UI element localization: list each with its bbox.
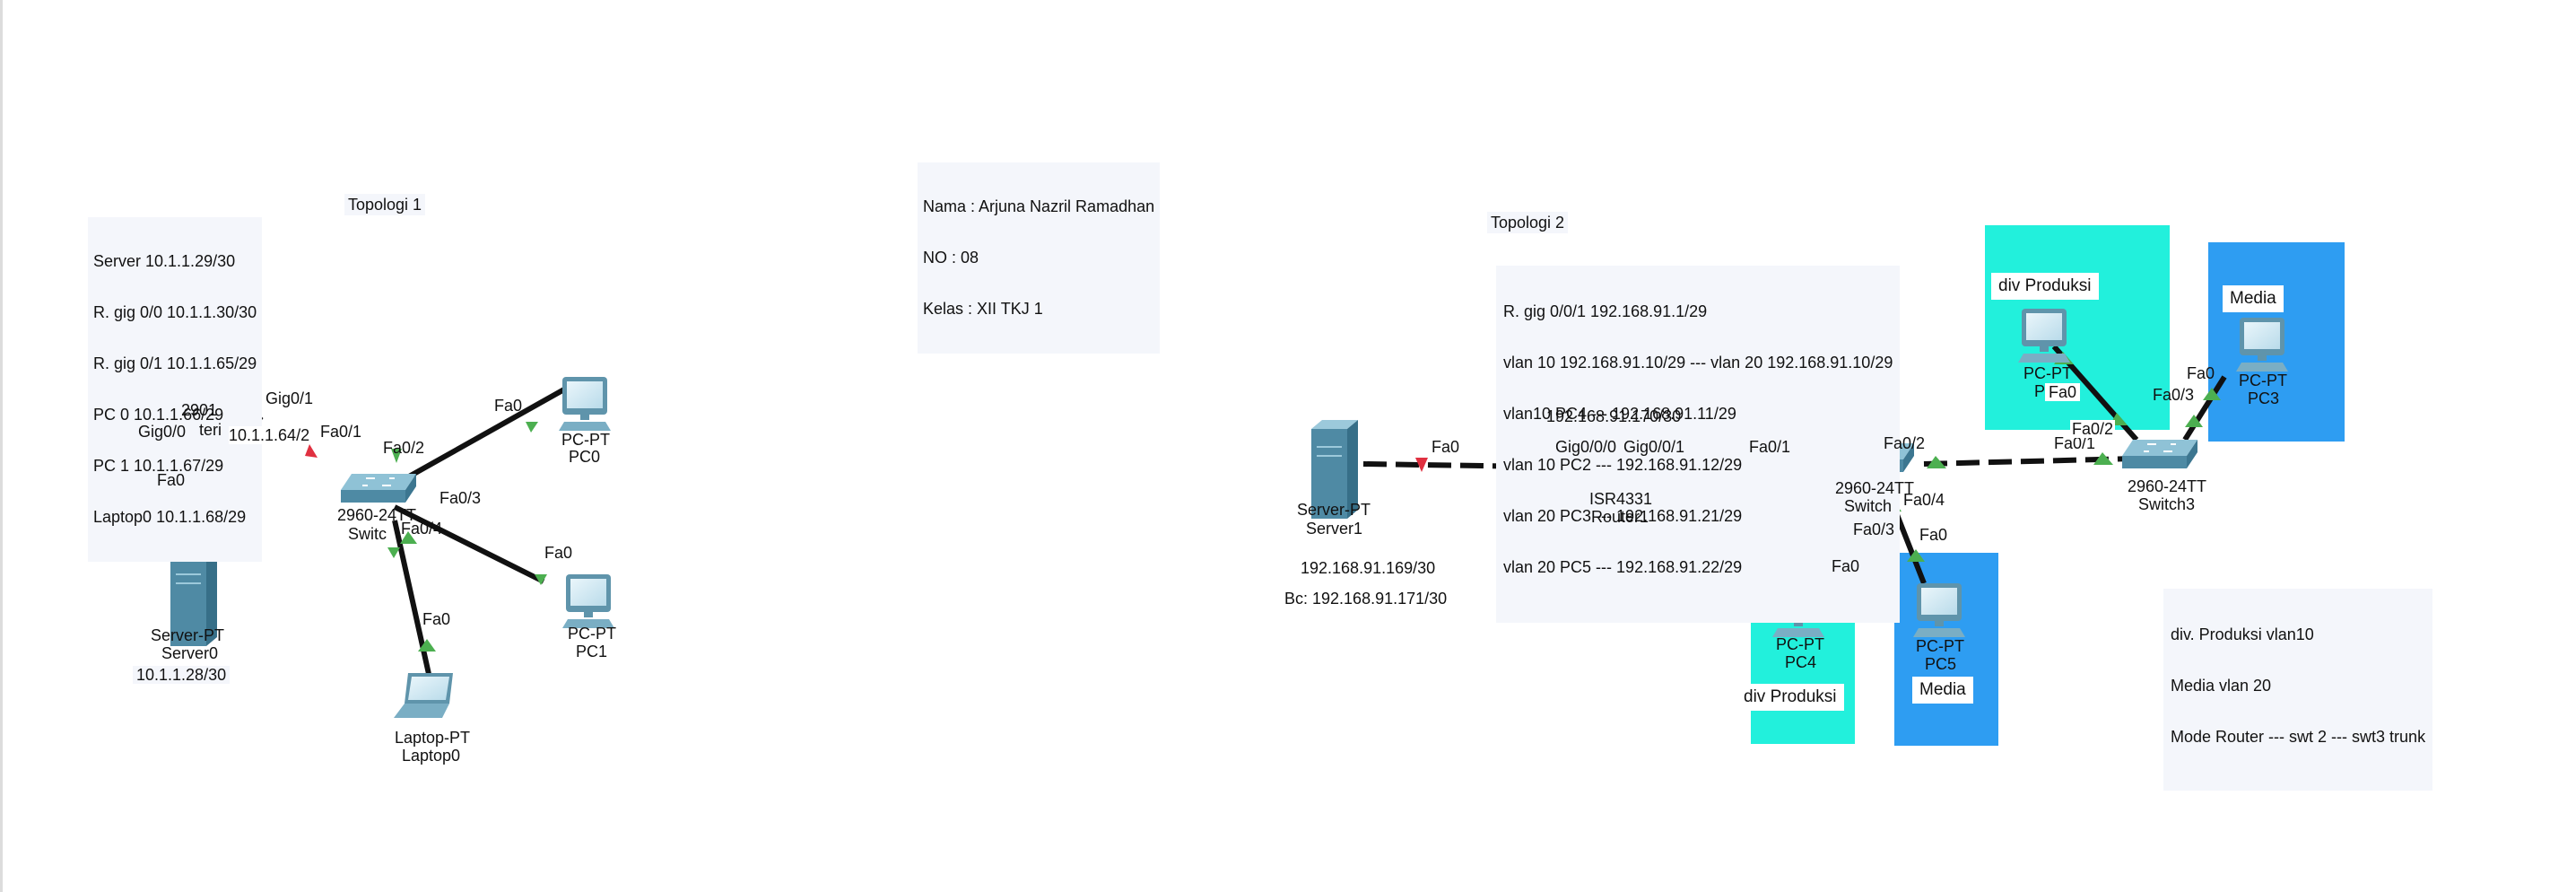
topo2-note-line: vlan 10 PC2 --- 192.168.91.12/29: [1503, 456, 1743, 474]
server1-ip-label: 192.168.91.169/30: [1301, 559, 1436, 577]
server1-name-label: Server1: [1306, 520, 1363, 538]
canvas-border: [0, 0, 3, 892]
switch3-icon[interactable]: [2121, 439, 2198, 469]
switch0-name-label: Switc: [348, 525, 387, 543]
router1-ip-label: 192.168.91.170/30: [1546, 407, 1682, 425]
pc3-model-label: PC-PT: [2239, 372, 2287, 389]
port-fa01-sw3: Fa0/1: [2054, 434, 2096, 452]
server1-bc-label: Bc: 192.168.91.171/30: [1284, 590, 1448, 608]
port-fa03-sw2: Fa0/3: [1853, 520, 1895, 538]
topologi2-note: R. gig 0/0/1 192.168.91.1/29 vlan 10 192…: [1496, 266, 1901, 623]
router-name-label: teri: [199, 421, 222, 439]
port-fa03: Fa0/3: [439, 489, 482, 507]
topo1-note-line: R. gig 0/1 10.1.1.65/29: [93, 354, 257, 372]
port-fa04-sw2: Fa0/4: [1903, 491, 1945, 509]
server0-model-label: Server-PT: [151, 626, 225, 644]
pc4-name-label: PC4: [1785, 653, 1817, 671]
switch0-icon[interactable]: [340, 473, 417, 503]
topo2-note-line: vlan 20 PC5 --- 192.168.91.22/29: [1503, 558, 1743, 576]
port-fa0-pc1: Fa0: [544, 544, 573, 562]
topo2-note-line: R. gig 0/0/1 192.168.91.1/29: [1503, 302, 1708, 320]
port-g000: Gig0/0/0: [1555, 438, 1617, 456]
topo1-note-line: R. gig 0/0 10.1.1.30/30: [93, 303, 257, 321]
note2-line: Mode Router --- swt 2 --- swt3 trunk: [2171, 728, 2426, 746]
port-fa0-laptop0: Fa0: [422, 610, 451, 628]
pc4-model-label: PC-PT: [1776, 635, 1824, 653]
router1-name-label: Router1: [1591, 508, 1649, 526]
router-model-label: 2901: [181, 401, 218, 419]
area-tag-media-bottom: Media: [1912, 677, 1973, 704]
port-fa03-sw3: Fa0/3: [2153, 386, 2195, 404]
area-tag-div-produksi-bottom: div Produksi: [1736, 684, 1844, 711]
server1-model-label: Server-PT: [1297, 501, 1371, 519]
laptop0-icon[interactable]: [394, 673, 453, 718]
port-fa02: Fa0/2: [383, 439, 425, 457]
port-fa0-pc0: Fa0: [494, 397, 523, 415]
topo1-note-line: PC 1 10.1.1.67/29: [93, 457, 224, 475]
note2-line: Media vlan 20: [2171, 677, 2272, 695]
port-fa0-pc4: Fa0: [1832, 557, 1860, 575]
topo2-note-line: vlan 10 192.168.91.10/29 --- vlan 20 192…: [1503, 354, 1893, 372]
port-g001: Gig0/0/1: [1623, 438, 1685, 456]
topo2-note-line: vlan 20 PC3 --- 192.168.91.21/29: [1503, 507, 1743, 525]
port-fa0-pc2: Fa0: [2045, 383, 2081, 401]
pc1-model-label: PC-PT: [568, 625, 616, 643]
topologi1-note: Server 10.1.1.29/30 R. gig 0/0 10.1.1.30…: [88, 217, 263, 562]
switch3-name-label: Switch3: [2138, 495, 2196, 513]
note2-line: div. Produksi vlan10: [2171, 625, 2314, 643]
port-fa01-sw2: Fa0/1: [1749, 438, 1791, 456]
topo1-note-line: Server 10.1.1.29/30: [93, 252, 236, 270]
topo1-note-line: PC 0 10.1.1.66/29: [93, 406, 224, 424]
pc2-icon[interactable]: [2018, 309, 2070, 363]
port-fa0-pc3: Fa0: [2187, 364, 2215, 382]
switch2-name-label: Switch: [1844, 497, 1893, 515]
port-fa0-server0: Fa0: [157, 471, 186, 489]
port-fa02-sw3: Fa0/2: [2070, 420, 2116, 438]
vlan-mode-note: div. Produksi vlan10 Media vlan 20 Mode …: [2163, 589, 2433, 791]
pc3-icon[interactable]: [2236, 318, 2288, 372]
pc3-name-label: PC3: [2248, 389, 2280, 407]
topo2-note-line: vlan10 PC4 --- 192.168.91.11/29: [1503, 405, 1736, 423]
topo1-note-line: Laptop0 10.1.1.68/29: [93, 508, 247, 526]
port-fa01: Fa0/1: [320, 423, 362, 441]
router1-model-label: ISR4331: [1589, 490, 1653, 508]
port-gig00: Gig0/0: [138, 423, 187, 441]
pc1-icon[interactable]: [562, 574, 614, 628]
area-tag-div-produksi-top: div Produksi: [1991, 273, 2099, 300]
pc0-icon[interactable]: [559, 377, 611, 431]
port-fa0-pc5: Fa0: [1919, 526, 1948, 544]
pc0-model-label: PC-PT: [561, 431, 610, 449]
server0-name-label: Server0: [161, 644, 219, 662]
pc0-name-label: PC0: [569, 448, 601, 466]
pc5-name-label: PC5: [1925, 655, 1957, 673]
laptop0-model-label: Laptop-PT: [395, 729, 471, 747]
info-line: Nama : Arjuna Nazril Ramadhan: [923, 197, 1155, 215]
switch0-model-label: 2960-24TT: [337, 506, 417, 524]
port-fa02-sw2: Fa0/2: [1884, 434, 1926, 452]
info-line: NO : 08: [923, 249, 979, 267]
port-fa0-server1: Fa0: [1432, 438, 1460, 456]
pc1-name-label: PC1: [576, 643, 608, 660]
pc5-model-label: PC-PT: [1916, 637, 1964, 655]
port-fa04: Fa0/4: [401, 520, 443, 538]
student-info-note: Nama : Arjuna Nazril Ramadhan NO : 08 Ke…: [918, 162, 1161, 354]
topologi2-title: Topologi 2: [1487, 212, 1569, 233]
pc2-model-label: PC-PT: [2023, 364, 2072, 382]
pc5-icon[interactable]: [1913, 583, 1965, 637]
server0-ip-label: 10.1.1.28/30: [133, 666, 231, 684]
pc2-name-label: P: [2034, 382, 2046, 400]
topologi1-title: Topologi 1: [344, 194, 426, 215]
link-ip-label: 10.1.1.64/2: [229, 426, 310, 444]
info-line: Kelas : XII TKJ 1: [923, 300, 1043, 318]
switch2-model-label: 2960-24TT: [1835, 479, 1915, 497]
laptop0-name-label: Laptop0: [402, 747, 461, 765]
switch3-model-label: 2960-24TT: [2128, 477, 2207, 495]
area-tag-media-top: Media: [2223, 285, 2284, 312]
port-gig01: Gig0/1: [265, 389, 314, 407]
